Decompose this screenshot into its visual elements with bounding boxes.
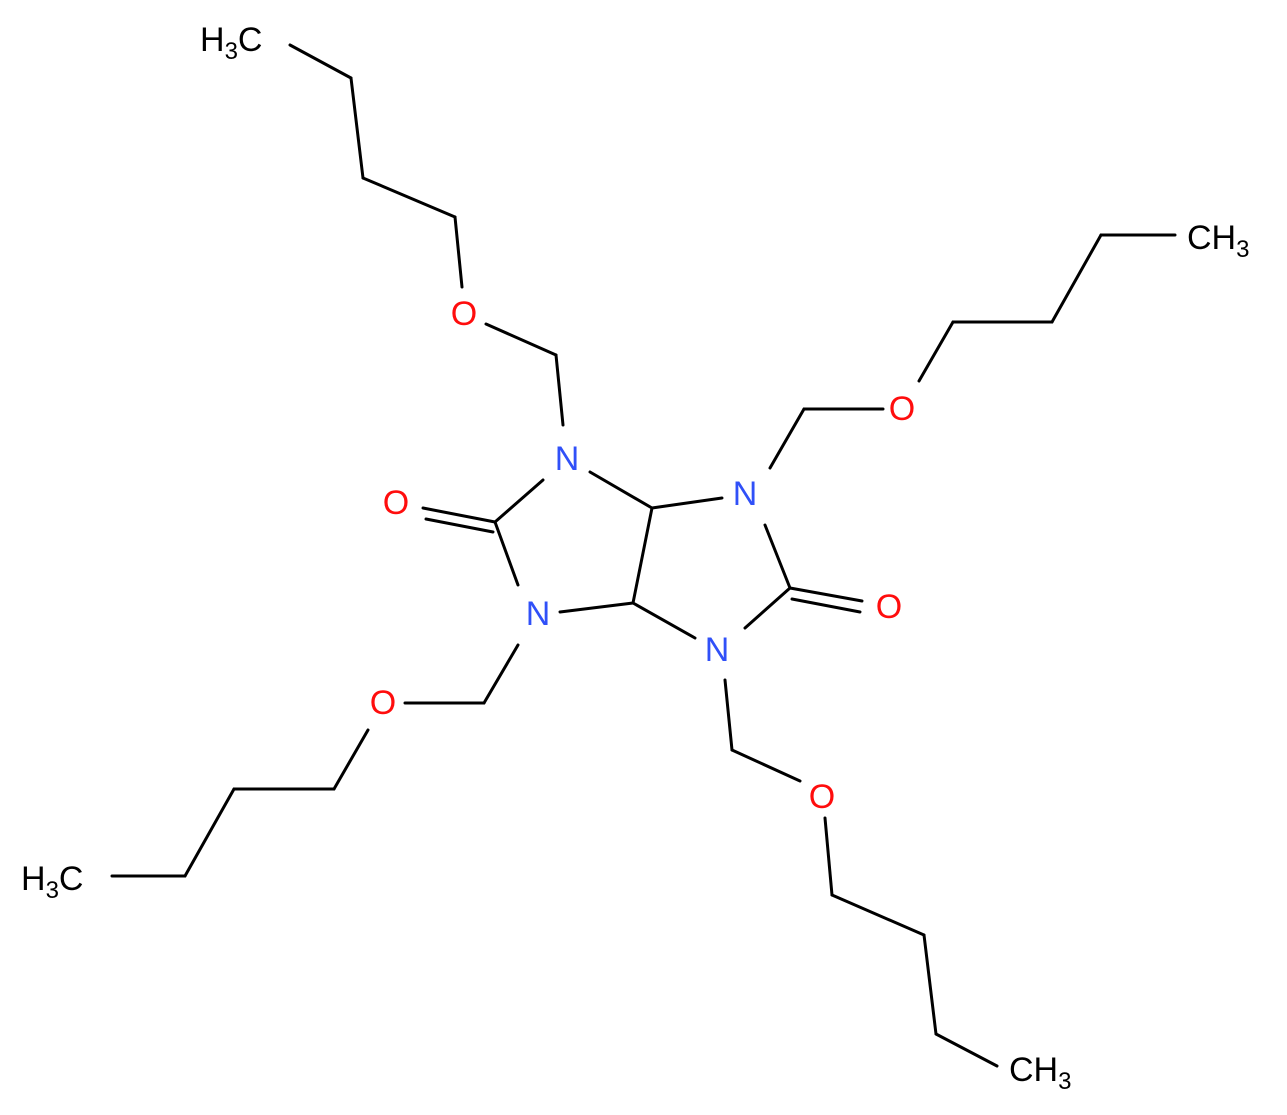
bond [493,520,520,587]
bond [723,678,734,752]
bond [183,787,236,878]
bond [424,517,495,534]
bond [922,933,938,1036]
bond [558,601,635,614]
bond [482,643,520,705]
bond [421,506,497,524]
oxygen-atom: O [370,684,396,722]
methyl-group-right: CH3 [1187,219,1249,263]
nitrogen-atom: N [705,631,730,669]
methyl-group-bottom-left: H3C [21,860,83,904]
nitrogen-atom: N [555,440,580,478]
bond [361,176,457,219]
oxygen-atom: O [383,484,409,522]
bond [631,601,697,640]
bond [588,470,654,510]
oxygen-atom: O [451,295,477,333]
bond [830,893,926,937]
bond [332,728,370,791]
methyl-group-bottom-right: CH3 [1009,1051,1071,1095]
atom-labels: N N N N O O O O O O [370,295,915,816]
bond [650,496,724,510]
bond [743,586,792,630]
bond [763,523,792,590]
oxygen-atom: O [876,588,902,626]
bond [453,215,464,289]
nitrogen-atom: N [733,475,758,513]
bond [1050,233,1103,324]
bond [790,597,862,614]
methyl-group-top: H3C [200,21,262,65]
bond [554,353,565,427]
oxygen-atom: O [809,778,835,816]
bond [917,320,955,383]
bond [493,478,545,524]
bonds [110,43,1177,1068]
bond [823,816,834,897]
bond [768,407,806,470]
bond [788,586,864,603]
methyl-labels: H3C CH3 H3C CH3 [21,21,1249,1095]
oxygen-atom: O [889,390,915,428]
bond [934,1032,999,1068]
bond [730,748,802,783]
bond [349,76,365,180]
bond [631,506,654,605]
bond [484,322,558,357]
bond [288,43,353,80]
nitrogen-atom: N [526,595,551,633]
